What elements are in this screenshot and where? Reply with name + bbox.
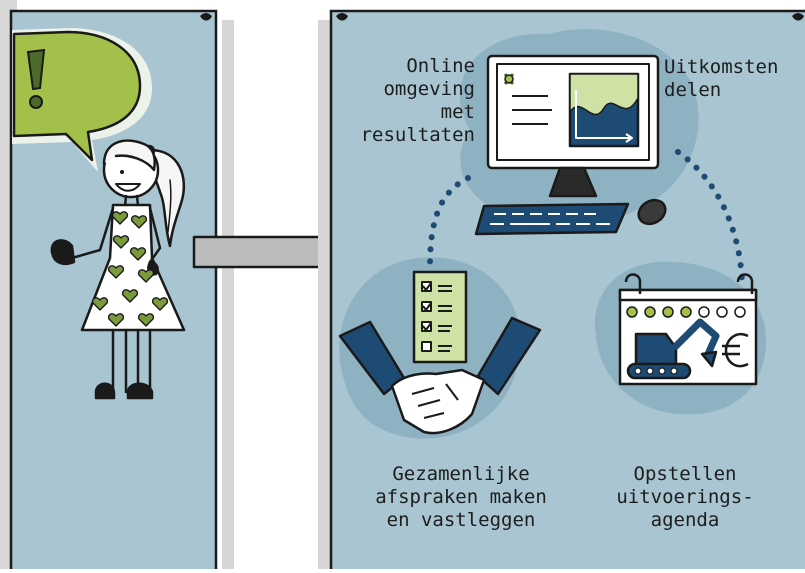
label-execution-agenda: Opstellen uitvoerings- agenda	[616, 463, 754, 531]
calendar-icon	[618, 273, 758, 386]
mouse-icon	[637, 198, 667, 226]
label-joint-agreements: Gezamenlijke afspraken maken en vastlegg…	[375, 463, 547, 531]
keyboard-icon	[474, 202, 630, 236]
euro-icon	[722, 333, 749, 368]
pin-icon	[336, 13, 348, 21]
speech-bubble-icon	[12, 28, 152, 172]
computer-monitor-icon	[486, 54, 660, 198]
label-share-results: Uitkomsten delen	[664, 56, 779, 101]
handshake-icon	[338, 316, 542, 435]
pin-icon	[792, 13, 804, 21]
label-online-environment: Online omgeving met resultaten	[360, 55, 475, 146]
excavator-icon	[626, 318, 720, 380]
exclamation-icon	[26, 48, 46, 109]
girl-figure	[50, 139, 186, 400]
connector-left	[427, 175, 471, 269]
checklist-icon	[412, 270, 468, 364]
pin-icon	[200, 13, 212, 21]
dotted-connectors	[427, 149, 745, 285]
left-panel-shadow	[222, 20, 234, 569]
connector-right	[675, 149, 745, 285]
right-panel-shadow	[318, 20, 330, 569]
